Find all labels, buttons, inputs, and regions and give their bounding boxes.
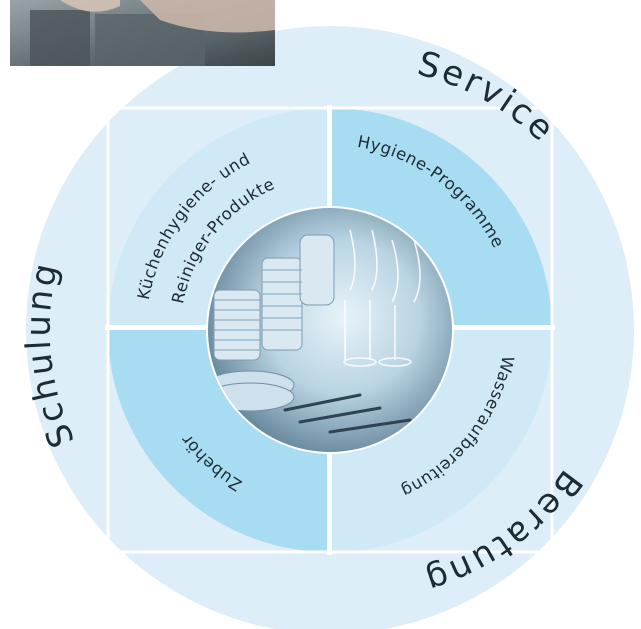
corner-photo	[10, 0, 275, 66]
quadrant-frame	[106, 106, 554, 554]
center-photo	[206, 206, 454, 454]
